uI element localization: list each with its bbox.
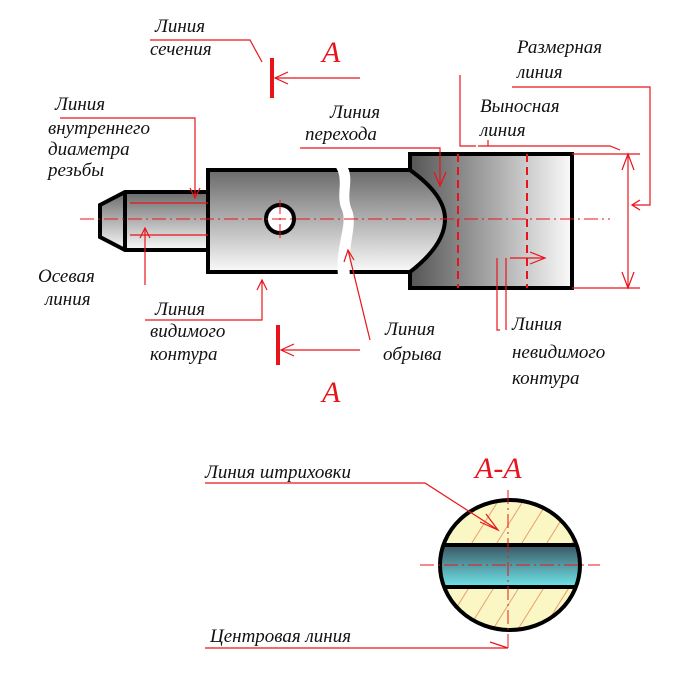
label-visible-3: контура	[150, 344, 218, 365]
label-thread-1: Линия	[54, 94, 105, 115]
label-hatch: Линия штриховки	[204, 462, 351, 483]
label-section-line-2: сечения	[150, 39, 212, 60]
section-letter-bottom: A	[320, 376, 341, 409]
label-thread-3: диаметра	[48, 139, 130, 160]
label-hidden-1: Линия	[511, 314, 562, 335]
label-transition-2: перехода	[305, 124, 377, 145]
label-dimension-2: линия	[516, 62, 563, 83]
label-thread-4: резьбы	[46, 160, 104, 181]
label-dimension-1: Размерная	[516, 37, 602, 58]
label-break-1: Линия	[384, 319, 435, 340]
label-break-2: обрыва	[383, 344, 442, 365]
label-axis-1: Осевая	[38, 266, 95, 287]
part-shaft	[80, 152, 610, 290]
label-extension-2: линия	[479, 120, 526, 141]
label-hidden-2: невидимого	[512, 342, 605, 363]
label-visible-1: Линия	[154, 299, 205, 320]
section-letter-top: A	[320, 36, 341, 69]
label-axis-2: линия	[44, 289, 91, 310]
label-thread-2: внутреннего	[48, 118, 150, 139]
label-extension-1: Выносная	[480, 96, 560, 117]
dimension-annotation	[459, 75, 651, 331]
label-visible-2: видимого	[150, 321, 225, 342]
label-transition-1: Линия	[329, 102, 380, 123]
label-hidden-3: контура	[512, 368, 580, 389]
section-title: A-A	[473, 452, 522, 485]
label-section-line-1: Линия	[154, 16, 205, 37]
section-mark-bottom: A	[276, 325, 360, 409]
section-mark-top: A	[270, 36, 360, 98]
cross-section: A-A	[205, 452, 600, 650]
label-center: Центровая линия	[209, 626, 351, 647]
